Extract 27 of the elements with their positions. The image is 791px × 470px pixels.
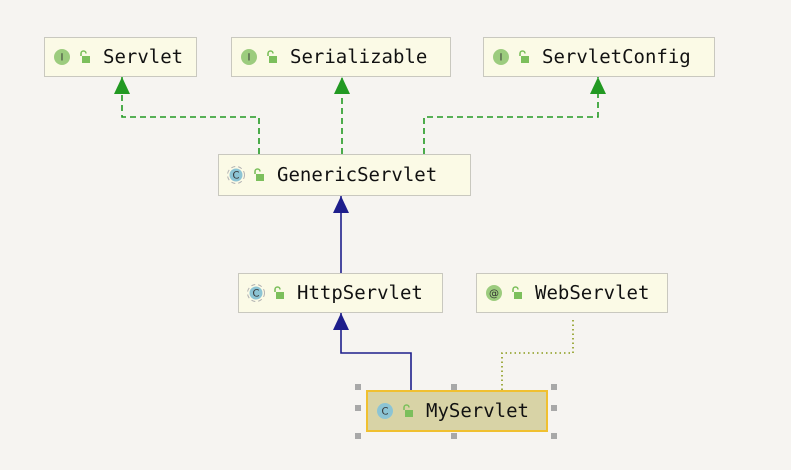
class-box: [44, 37, 197, 77]
class-box: [238, 273, 443, 313]
class-name: Servlet: [103, 44, 184, 70]
interface-icon: I: [53, 48, 71, 66]
inheritance-arrow: [333, 196, 349, 273]
class-name: WebServlet: [535, 280, 650, 306]
class-box: [218, 154, 471, 196]
abstract-class-icon: C: [247, 284, 265, 302]
annotation-icon: @: [485, 284, 503, 302]
inheritance-arrow: [423, 77, 606, 154]
class-box: [483, 37, 715, 77]
abstract-class-icon: C: [227, 166, 245, 184]
class-name: ServletConfig: [542, 44, 691, 70]
interface-icon: I: [492, 48, 510, 66]
inheritance-arrow: [114, 77, 260, 154]
inheritance-arrow: [333, 313, 412, 390]
interface-icon: I: [240, 48, 258, 66]
class-name: Serializable: [290, 44, 428, 70]
class-name: HttpServlet: [297, 280, 423, 306]
class-box: [231, 37, 451, 77]
selected-class-box: [366, 390, 548, 432]
class-name: GenericServlet: [277, 162, 438, 188]
dotted-connector: [501, 320, 574, 390]
class-box: [476, 273, 668, 313]
class-name: MyServlet: [426, 398, 529, 424]
inheritance-arrow: [334, 77, 350, 154]
class-icon: C: [376, 402, 394, 420]
